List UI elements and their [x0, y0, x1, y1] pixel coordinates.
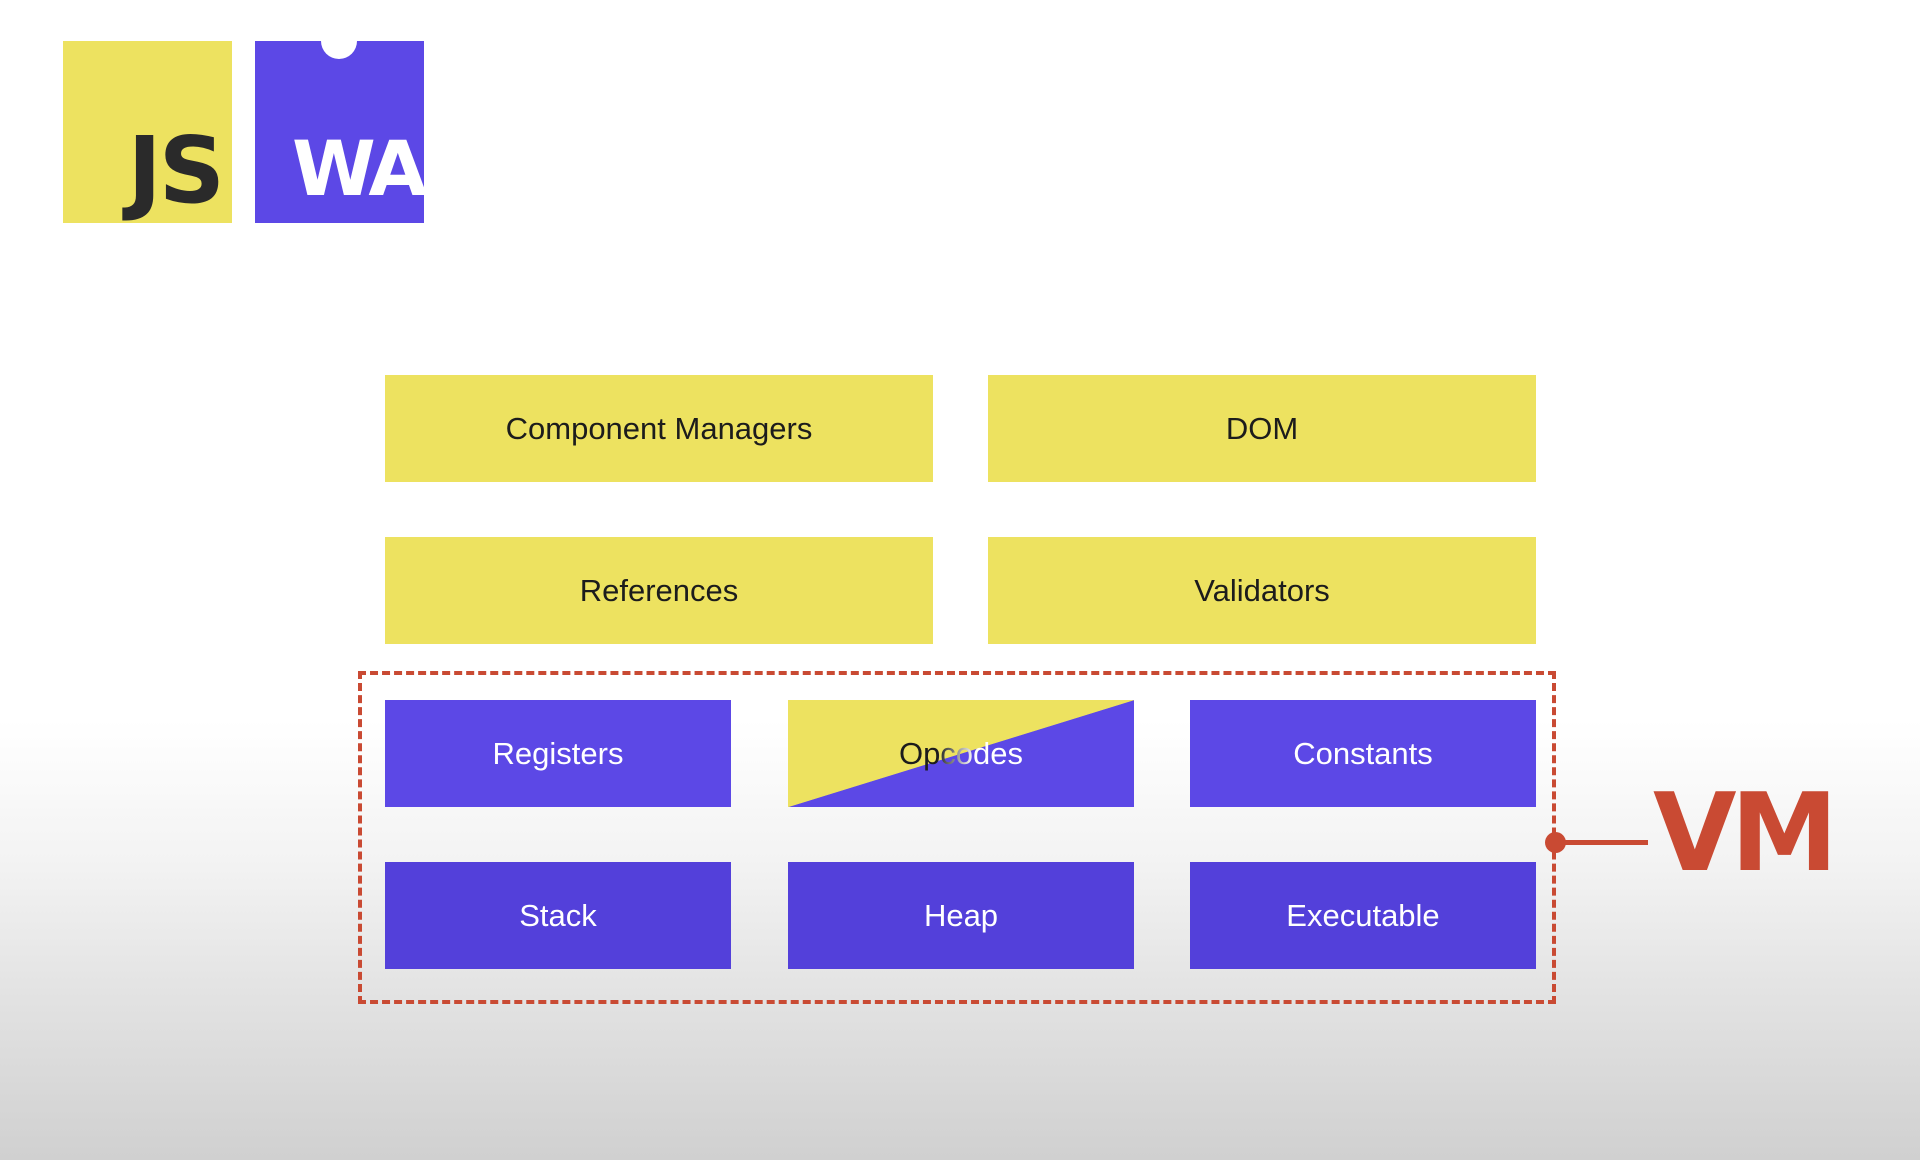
opcodes-label: Opcodes: [898, 735, 1024, 771]
heap-box: Heap: [788, 862, 1134, 969]
webassembly-logo-notch: [321, 23, 357, 59]
dom-box: DOM: [988, 375, 1536, 482]
javascript-logo-text: JS: [127, 117, 225, 224]
component-managers-box: Component Managers: [385, 375, 933, 482]
heap-label: Heap: [923, 897, 999, 933]
component-managers-label: Component Managers: [505, 410, 813, 446]
dom-label: DOM: [1225, 410, 1299, 446]
vm-label: VM: [1653, 771, 1838, 896]
webassembly-logo-text: WA: [292, 124, 427, 213]
stack-label: Stack: [519, 897, 597, 933]
constants-box: Constants: [1190, 700, 1536, 807]
opcodes-box: Opcodes: [788, 700, 1134, 807]
references-label: References: [579, 572, 739, 608]
vm-callout-dot: [1545, 832, 1566, 853]
constants-label: Constants: [1293, 735, 1433, 771]
stack-box: Stack: [385, 862, 731, 969]
executable-box: Executable: [1190, 862, 1536, 969]
executable-label: Executable: [1286, 897, 1440, 933]
validators-box: Validators: [988, 537, 1536, 644]
registers-box: Registers: [385, 700, 731, 807]
javascript-logo: JS: [63, 41, 232, 223]
validators-label: Validators: [1194, 572, 1330, 608]
vm-callout-line: [1556, 840, 1648, 845]
references-box: References: [385, 537, 933, 644]
registers-label: Registers: [492, 735, 624, 771]
webassembly-logo: WA: [255, 23, 427, 223]
